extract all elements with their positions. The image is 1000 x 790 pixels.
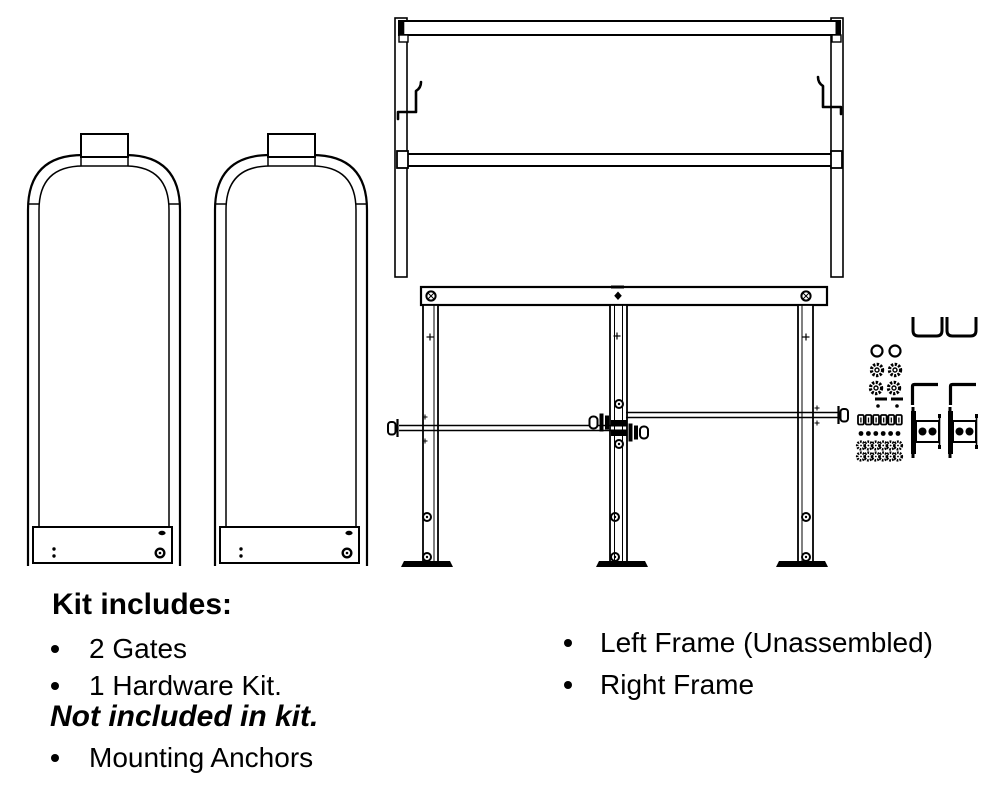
kit-item-gates: 2 Gates <box>51 633 187 665</box>
center-hub <box>588 399 649 449</box>
not-included-heading: Not included in kit. <box>50 700 319 733</box>
right-frame-assembled <box>387 285 849 567</box>
frame-item-right-frame: Right Frame <box>564 669 754 701</box>
hinge-plate-icons <box>911 407 978 458</box>
kit-item-hardware: 1 Hardware Kit. <box>51 670 282 702</box>
kit-item-label: 2 Gates <box>89 633 188 664</box>
bullet-icon <box>51 754 59 762</box>
gate-right <box>213 132 369 568</box>
flange-nut-icons <box>868 362 903 396</box>
gate-left <box>26 132 182 568</box>
bullet-icon <box>564 681 572 689</box>
hang-hook-right-icon <box>816 75 843 116</box>
square-nut-icons <box>857 414 903 426</box>
cross-rod <box>387 405 849 444</box>
frame-feet <box>401 561 828 567</box>
left-frame-unassembled <box>394 17 844 278</box>
bullet-icon <box>564 639 572 647</box>
flange-nut-row-icons <box>855 440 904 462</box>
not-included-item-anchors: Mounting Anchors <box>51 742 313 774</box>
corner-bracket-icons <box>910 382 976 405</box>
not-included-item-label: Mounting Anchors <box>89 742 314 773</box>
kit-includes-heading: Kit includes: <box>52 588 233 621</box>
kit-item-label: 1 Hardware Kit. <box>89 670 282 701</box>
washer-icons <box>870 344 902 358</box>
pin-icons <box>875 397 903 408</box>
carriage-bolt-icons <box>858 431 901 436</box>
hardware-kit <box>855 317 978 462</box>
bullet-icon <box>51 645 59 653</box>
rail-screws <box>425 290 812 302</box>
frame-item-label: Right Frame <box>600 669 755 700</box>
hang-hook-left-icon <box>396 80 423 121</box>
bullet-icon <box>51 682 59 690</box>
frame-item-left-frame: Left Frame (Unassembled) <box>564 627 933 659</box>
frame-item-label: Left Frame (Unassembled) <box>600 627 934 658</box>
u-bracket-icons <box>911 317 978 338</box>
